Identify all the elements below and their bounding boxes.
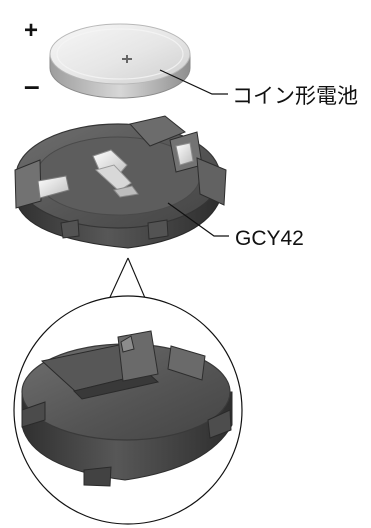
positive-sign: + — [24, 17, 38, 44]
negative-sign: – — [24, 70, 40, 101]
battery-leader-line — [159, 69, 228, 95]
coin-battery — [49, 23, 191, 99]
battery-label: コイン形電池 — [232, 85, 358, 108]
detail-zoom-circle — [13, 295, 243, 525]
holder-underside-detail — [21, 330, 233, 487]
plus-icon — [122, 55, 132, 63]
holder-label: GCY42 — [235, 227, 304, 250]
battery-holder — [14, 115, 227, 249]
holder-leader-line — [167, 202, 229, 237]
